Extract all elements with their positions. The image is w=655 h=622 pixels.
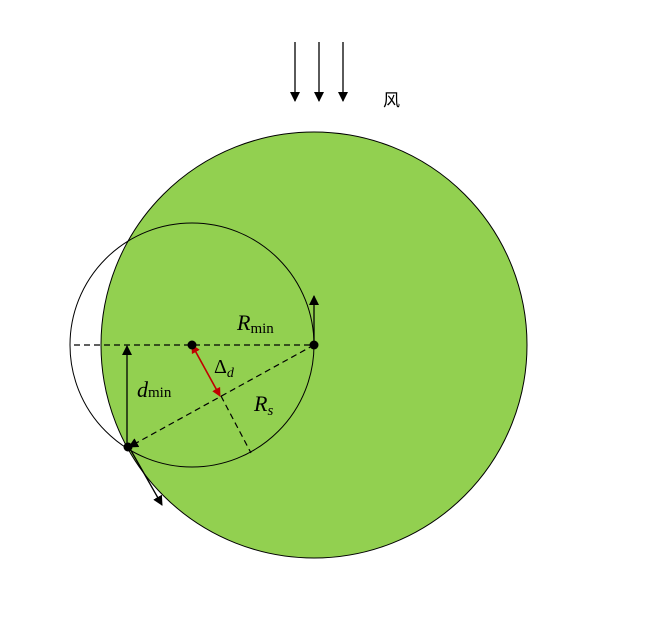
right-contact-point (309, 340, 319, 350)
wind-label: 风 (383, 91, 400, 111)
label-d-min-sub: min (148, 385, 172, 401)
down-right-arrow (128, 446, 163, 506)
label-r-s: Rs (253, 391, 273, 419)
perpendicular-dashed-line (220, 395, 252, 454)
label-r-s-main: R (253, 391, 268, 416)
wind-arrows (290, 42, 348, 102)
label-delta-d-main: Δ (214, 356, 227, 378)
label-r-min-sub: min (250, 321, 274, 337)
label-d-min-main: d (137, 377, 149, 402)
label-r-min: Rmin (236, 310, 274, 337)
small-circle-center-point (187, 340, 197, 350)
label-delta-d: Δd (214, 356, 235, 381)
delta-d-arrow (191, 344, 221, 397)
label-d-min: dmin (137, 377, 172, 402)
label-r-min-main: R (236, 310, 251, 335)
label-delta-d-sub: d (227, 366, 235, 381)
label-r-s-sub: s (267, 403, 273, 419)
lower-contact-point (123, 442, 133, 452)
